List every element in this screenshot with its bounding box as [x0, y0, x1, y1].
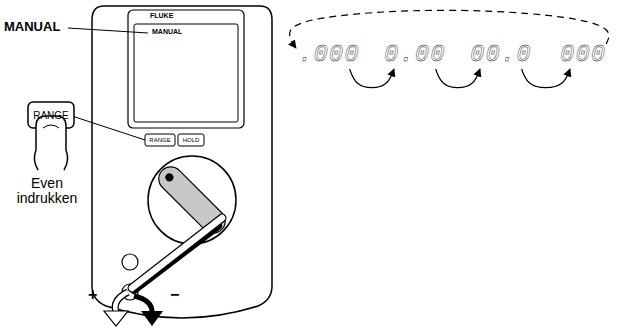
white-probe-outline: [132, 218, 222, 288]
lcd-window: [134, 24, 238, 122]
display-reading: 00.0: [466, 40, 536, 69]
display-annunciator: MANUAL: [152, 28, 182, 36]
white-lead-arrow: [104, 311, 128, 326]
range-leader: [72, 116, 145, 140]
display-bezel: [128, 10, 244, 128]
seven-segment-reading: .000: [298, 41, 360, 68]
dial-pointer-dot: [164, 172, 175, 183]
step-arrow: [522, 69, 570, 88]
pressing-finger: [34, 116, 67, 170]
rotary-dial: [148, 156, 236, 244]
seven-segment-reading: 000: [560, 41, 606, 68]
step-arrow: [350, 69, 394, 88]
polarity-sign: +: [88, 286, 97, 304]
white-test-lead: [115, 292, 128, 312]
seven-segment-reading: 00.0: [470, 41, 532, 68]
callout-label: MANUAL: [4, 20, 60, 34]
seven-segment-reading: 0.00: [384, 41, 446, 68]
hold-key: [178, 134, 204, 146]
manual-leader: [68, 28, 148, 33]
step-arrow: [436, 69, 480, 88]
display-reading: 000: [556, 40, 610, 69]
white-test-lead-outline: [115, 292, 128, 312]
button-label: RANGE: [33, 110, 69, 121]
polarity-sign: −: [170, 286, 179, 304]
instruction-text: Even indrukken: [6, 176, 88, 207]
black-lead-arrow: [141, 311, 163, 326]
display-reading: 0.00: [380, 40, 450, 69]
black-test-lead: [134, 296, 152, 312]
input-jack: [122, 254, 138, 270]
display-reading: .000: [294, 40, 364, 69]
brand-name: FLUKE: [150, 12, 173, 20]
white-probe-body: [132, 218, 222, 288]
range-key: [145, 134, 175, 146]
meter-body: [92, 6, 272, 318]
key-label: RANGE: [149, 137, 170, 144]
fingernail: [43, 125, 59, 128]
key-label: HOLD: [183, 137, 200, 144]
